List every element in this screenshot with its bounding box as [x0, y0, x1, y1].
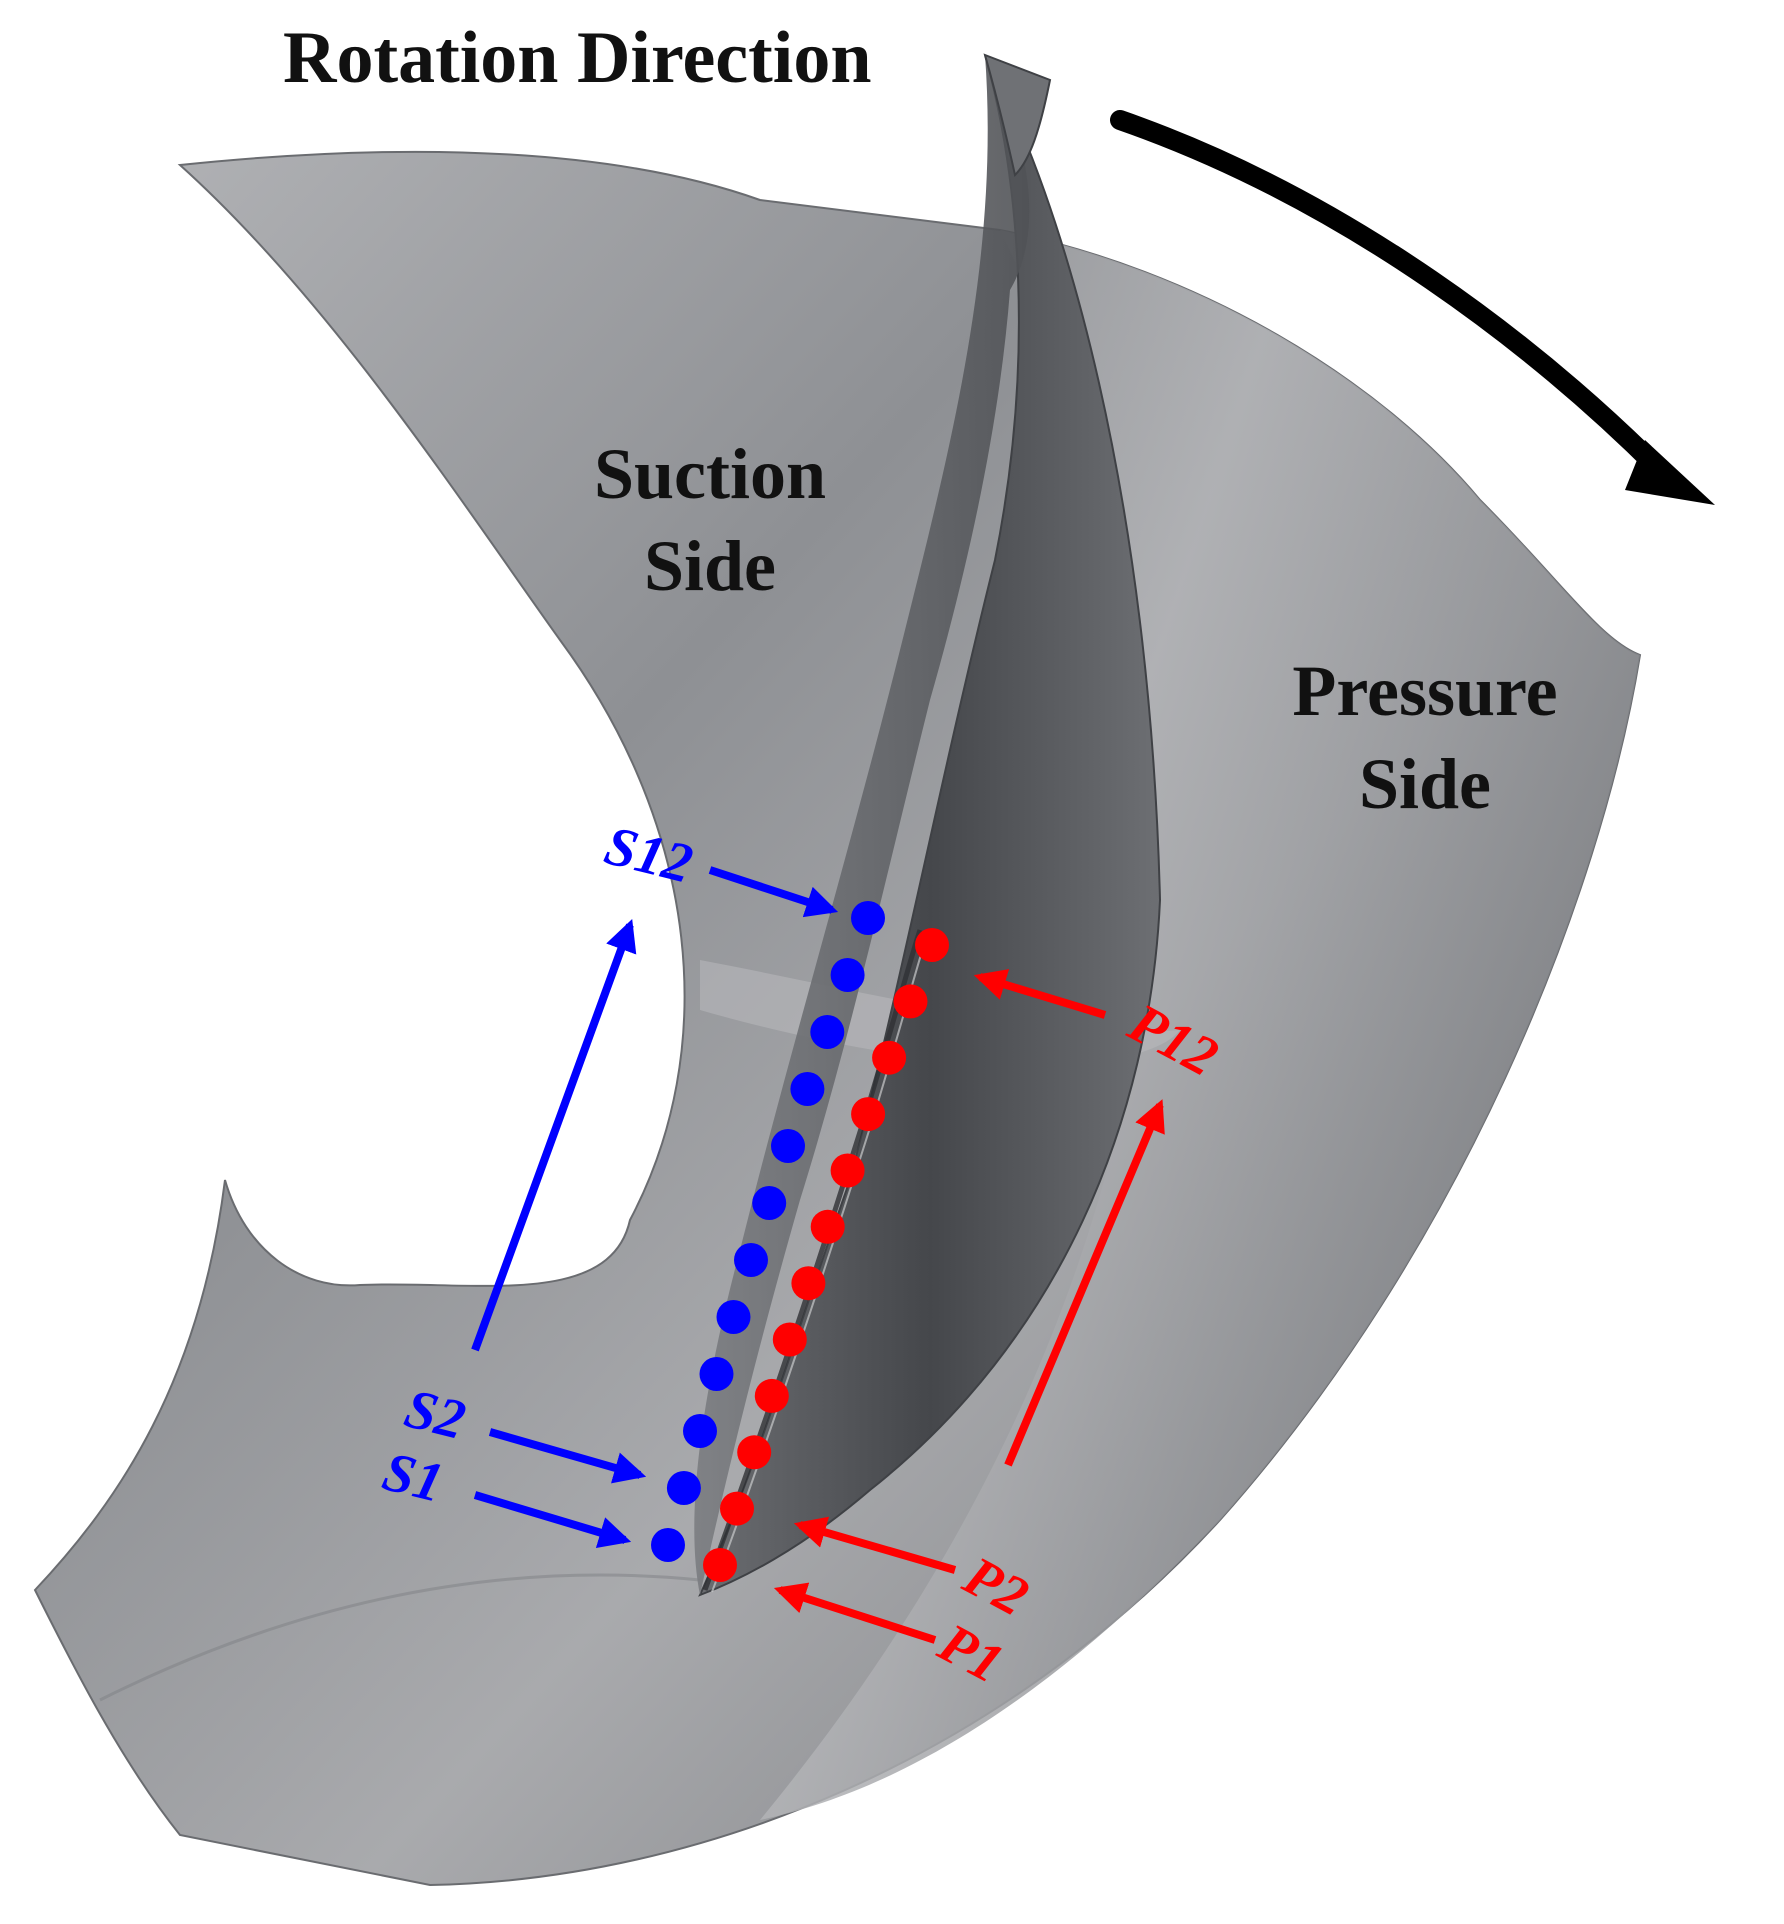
pressure-probe-group: [703, 928, 949, 1582]
rotation-arrow-shaft: [1110, 110, 1670, 480]
s1-label: S1: [377, 1440, 449, 1514]
s2-label: S2: [399, 1377, 471, 1451]
suction-probe-11: [830, 958, 865, 992]
suction-leaders: [471, 866, 839, 1548]
pressure-region-shade: [760, 230, 1640, 1820]
suction-probe-group: [651, 901, 885, 1562]
s2-arrow: [488, 1428, 647, 1484]
suction-probe-12: [851, 901, 885, 935]
pressure-probe-4: [754, 1378, 789, 1413]
pressure-probe-6: [791, 1266, 826, 1301]
pressure-probe-3: [737, 1435, 772, 1470]
suction-probe-5: [716, 1300, 751, 1334]
rotation-direction-label: Rotation Direction: [283, 17, 872, 99]
pressure-probe-11: [893, 984, 928, 1019]
pressure-probe-5: [772, 1322, 807, 1357]
rotation-arrow-head: [1625, 440, 1715, 505]
s12-arrow: [708, 866, 839, 918]
suction-probe-6: [734, 1243, 768, 1277]
pressure-probe-9: [851, 1097, 886, 1132]
suction-probe-1: [651, 1528, 685, 1562]
suction-side-label-line1: Suction: [594, 434, 826, 514]
pressure-probe-12: [915, 928, 949, 962]
suction-probe-4: [699, 1357, 734, 1391]
p12-arrow: [973, 969, 1107, 1019]
suction-probe-2: [666, 1471, 701, 1505]
suction-probe-3: [683, 1414, 717, 1448]
pressure-probe-10: [872, 1040, 907, 1075]
pressure-side-label-line1: Pressure: [1292, 651, 1557, 731]
s1-arrow: [473, 1491, 632, 1548]
suction-probe-7: [752, 1186, 787, 1220]
hub-crease: [99, 1573, 701, 1702]
p2-arrow: [793, 1516, 957, 1574]
pressure-side-label-line2: Side: [1359, 744, 1491, 824]
suction-side-label-line2: Side: [644, 526, 776, 606]
pressure-probe-7: [810, 1209, 845, 1244]
suction-probe-8: [771, 1129, 805, 1163]
s-range-arrow: [471, 918, 637, 1352]
suction-probe-10: [810, 1015, 845, 1049]
pressure-probe-8: [830, 1153, 865, 1188]
blade-tip-edge: [983, 53, 1052, 177]
p1-arrow: [773, 1582, 937, 1644]
blade-body: [698, 54, 1162, 1597]
rotation-arrow: [1110, 110, 1715, 505]
pressure-leaders: [773, 969, 1165, 1644]
pressure-probe-2: [720, 1491, 754, 1526]
p-range-arrow: [1004, 1099, 1165, 1467]
suction-probe-9: [790, 1072, 825, 1106]
pressure-probe-1: [703, 1548, 737, 1582]
